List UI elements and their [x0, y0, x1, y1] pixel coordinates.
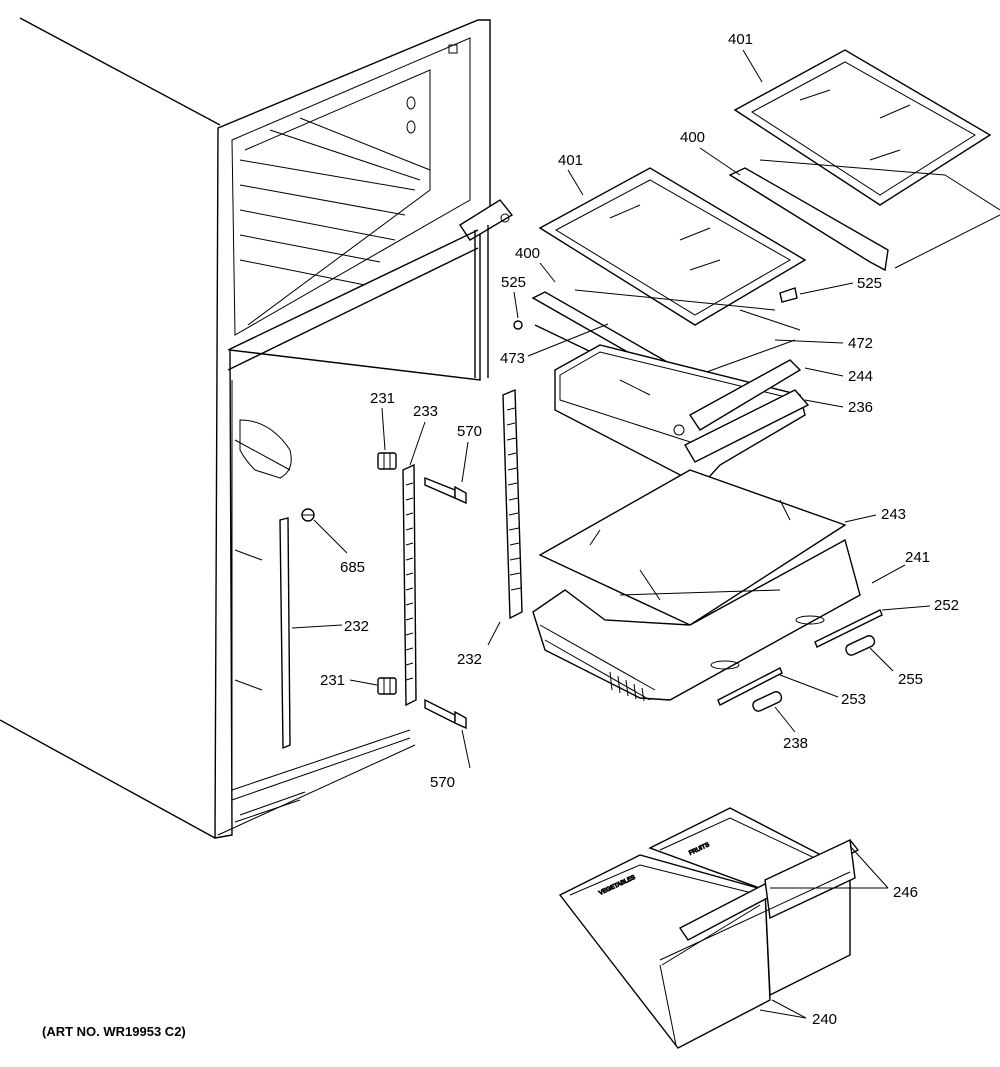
screw-570-top	[424, 476, 467, 505]
callout-400-middle: 400	[515, 245, 540, 262]
refrigerator-cabinet	[0, 17, 514, 839]
callout-525-left: 525	[501, 274, 526, 291]
callout-685: 685	[340, 559, 365, 576]
pan-frame-241	[532, 538, 861, 702]
art-number: (ART NO. WR19953 C2)	[42, 1024, 186, 1039]
screw-525-right	[779, 287, 798, 303]
roller-238	[752, 691, 783, 712]
glass-shelf-401-top	[733, 49, 992, 206]
slide-253	[717, 667, 783, 706]
roller-255	[845, 635, 876, 656]
callout-246: 246	[893, 884, 918, 901]
callout-255: 255	[898, 671, 923, 688]
shelf-support-233	[402, 463, 417, 707]
freezer-floor-ribs	[239, 117, 431, 286]
leader-lines	[291, 49, 931, 1019]
callout-401-middle: 401	[558, 152, 583, 169]
callout-232-left: 232	[344, 618, 369, 635]
callout-231-top: 231	[370, 390, 395, 407]
callout-238: 238	[783, 735, 808, 752]
callout-473: 473	[500, 350, 525, 367]
callout-241: 241	[905, 549, 930, 566]
screw-685	[301, 508, 315, 522]
glass-shelf-401-middle	[538, 167, 807, 326]
callout-labels: 401 400 401 400 525 525 473 472 244 236 …	[320, 31, 959, 1028]
screw-570-bottom	[424, 698, 467, 730]
side-rail-232-right	[502, 388, 523, 620]
callout-570-top: 570	[457, 423, 482, 440]
slide-252	[814, 609, 883, 648]
callout-400-top: 400	[680, 129, 705, 146]
callout-236: 236	[848, 399, 873, 416]
callout-232-right: 232	[457, 651, 482, 668]
clip-231-bottom	[377, 677, 397, 695]
callout-253: 253	[841, 691, 866, 708]
crisper-cover-246	[659, 838, 860, 961]
side-rail-232-left	[279, 517, 291, 750]
callout-252: 252	[934, 597, 959, 614]
crisper-drawer-240-left: VEGETABLES	[558, 854, 771, 1049]
callout-231-bottom: 231	[320, 672, 345, 689]
drawer-236	[554, 344, 810, 500]
callout-240: 240	[812, 1011, 837, 1028]
callout-525-right: 525	[857, 275, 882, 292]
callout-401-top: 401	[728, 31, 753, 48]
callout-244: 244	[848, 368, 873, 385]
callout-243: 243	[881, 506, 906, 523]
shelf-frame-400-top	[728, 159, 1000, 272]
screw-525-left	[513, 320, 523, 330]
clip-231-top	[377, 452, 397, 470]
callout-233: 233	[413, 403, 438, 420]
callout-472: 472	[848, 335, 873, 352]
glass-cover-243	[538, 469, 847, 626]
callout-570-bottom: 570	[430, 774, 455, 791]
